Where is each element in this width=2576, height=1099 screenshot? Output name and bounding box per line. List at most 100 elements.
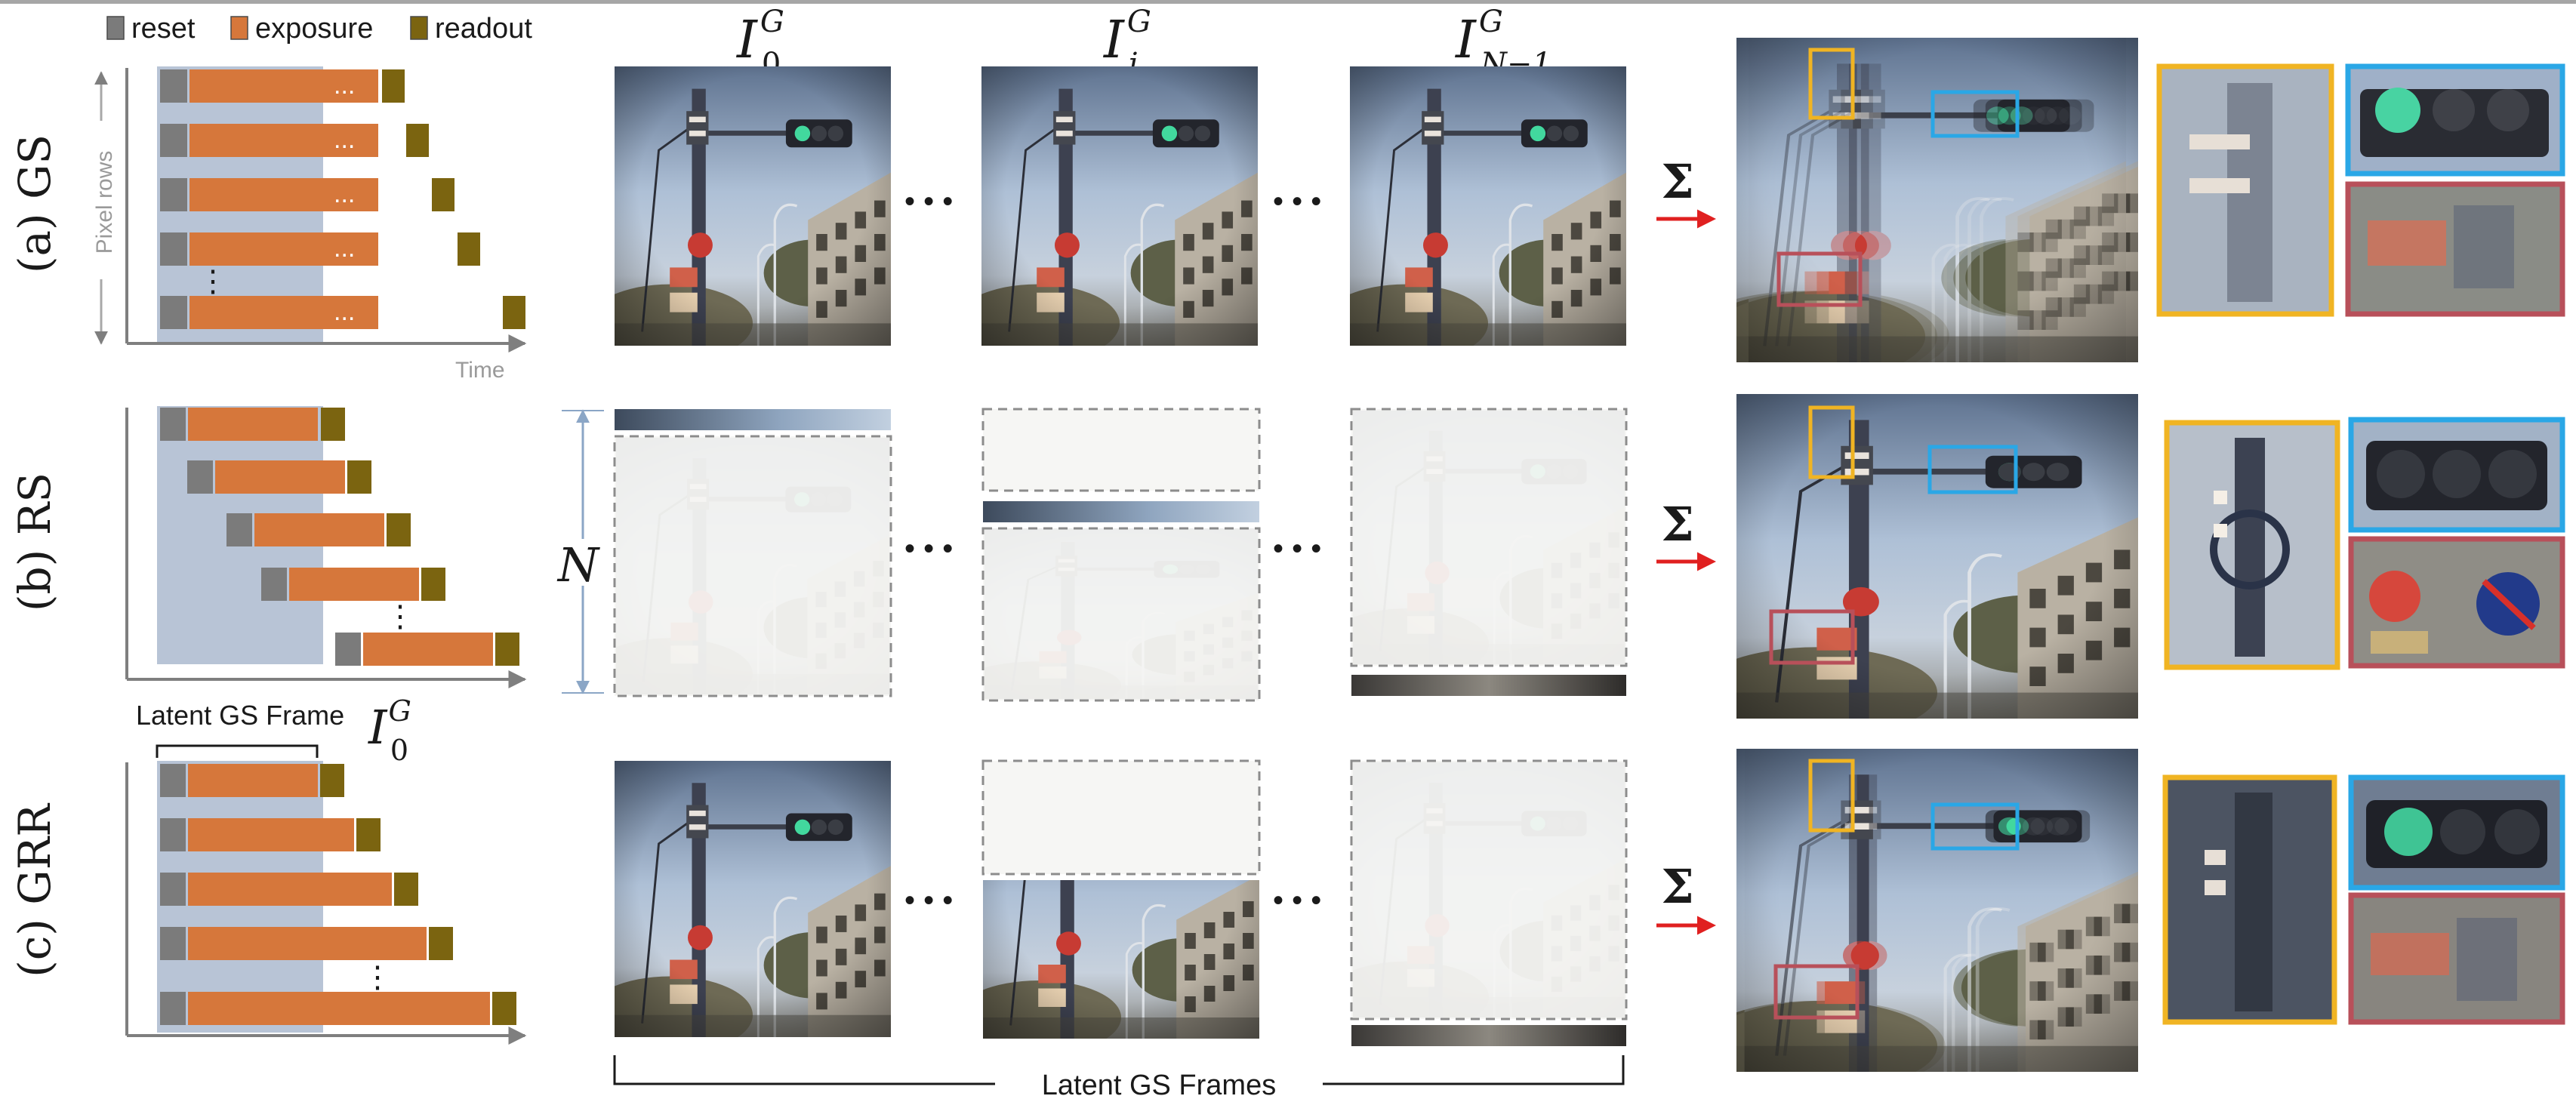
ellipsis: ... [334, 234, 355, 263]
ellipsis: ... [334, 297, 355, 326]
rs-frame-0 [613, 409, 892, 697]
exposure-block [188, 927, 427, 960]
exposure-block [215, 460, 345, 494]
grr-result [1696, 749, 2146, 1091]
rs-result [1696, 394, 2138, 738]
reset-block [261, 568, 287, 601]
latent-gs-frames-bracket: Latent GS Frames [613, 1055, 1625, 1099]
timing-diagram-rs: ⋮ [125, 406, 527, 688]
readout-block [320, 764, 344, 797]
x-axis-label: Time [455, 358, 505, 383]
crop-box-blue [1927, 445, 2018, 494]
frame-dots: • • • [904, 185, 953, 218]
reset-block [160, 764, 186, 797]
rs-row-1 [160, 408, 345, 441]
sigma-symbol: Σ [1661, 497, 1694, 552]
vertical-ellipsis: ⋮ [362, 961, 393, 994]
crop-box-red [1773, 964, 1860, 1020]
ellipsis: ... [334, 180, 355, 208]
captured-row-strip [1351, 1025, 1626, 1046]
frame-dots: • • • [904, 532, 953, 565]
readout-block [347, 460, 371, 494]
legend-swatch-exposure [230, 16, 248, 40]
reset-block [335, 633, 361, 666]
reset-block [160, 178, 187, 211]
gs-frame-0 [615, 66, 891, 346]
gs-frame-i [981, 66, 1258, 346]
crop-box-blue [1930, 802, 2020, 851]
y-axis-label: Pixel rows [92, 151, 117, 254]
latent-region [981, 408, 1261, 492]
reset-block [160, 818, 186, 851]
readout-block [495, 633, 519, 666]
reset-block [160, 232, 187, 266]
legend-label-reset: reset [131, 13, 196, 45]
frame-dots: • • • [1273, 532, 1321, 565]
exposure-block [188, 992, 490, 1025]
readout-block [492, 992, 516, 1025]
reset-block [187, 460, 213, 494]
sigma-symbol: Σ [1661, 859, 1694, 914]
exposure-block [190, 232, 378, 266]
exposure-block [190, 124, 378, 157]
grr-result-image [1696, 749, 2146, 1091]
vertical-ellipsis: ⋮ [198, 265, 228, 298]
timing-diagram-gs: Pixel rows Time ... ... ... ... ⋮ ... [91, 66, 527, 383]
rs-crops [2164, 417, 2565, 670]
legend-swatch-reset [106, 16, 125, 40]
reset-block [160, 873, 186, 906]
readout-block [406, 124, 429, 157]
rs-frame-n-1 [1350, 408, 1628, 696]
rs-row-3 [226, 513, 411, 546]
row-label-gs: (a) GS [9, 134, 60, 273]
grr-crops [2162, 774, 2565, 1025]
gs-row-5: ... [160, 296, 525, 329]
grr-row-4 [160, 927, 453, 960]
legend: reset exposure readout [106, 13, 532, 45]
readout-block [387, 513, 411, 546]
readout-block [429, 927, 453, 960]
ellipsis: ... [334, 125, 355, 154]
gs-row-2: ... [160, 124, 429, 157]
crop-box-yellow [1808, 405, 1855, 479]
exposure-block [188, 764, 318, 797]
rs-frames: N • • • • • • [556, 408, 1628, 702]
legend-swatch-readout [410, 16, 428, 40]
legend-label-exposure: exposure [255, 13, 373, 45]
crop-box-blue [1930, 90, 2020, 138]
grr-frame-n-1 [1350, 759, 1628, 1046]
legend-label-readout: readout [435, 13, 532, 45]
reset-block [226, 513, 252, 546]
captured-row-strip [983, 501, 1259, 522]
readout-block [356, 818, 381, 851]
exposure-block [289, 568, 419, 601]
readout-block [432, 178, 454, 211]
grr-row-5 [160, 992, 516, 1025]
exposure-block [254, 513, 384, 546]
ellipsis: ... [334, 71, 355, 100]
exposure-block [188, 873, 392, 906]
row-label-rs: (b) RS [9, 473, 60, 611]
rs-result-image [1696, 394, 2138, 738]
grr-frame-i [981, 759, 1261, 1039]
grr-row-2 [160, 818, 381, 851]
gs-row-4: ... [160, 232, 480, 266]
vertical-ellipsis: ⋮ [385, 600, 415, 633]
gs-frame-n-1 [1350, 66, 1626, 346]
reset-block [160, 69, 187, 103]
gs-row-1: ... [160, 69, 405, 103]
reset-block [160, 992, 186, 1025]
reset-block [160, 124, 187, 157]
latent-region [981, 759, 1261, 876]
sum-operator-rs: Σ [1656, 497, 1716, 571]
readout-block [421, 568, 445, 601]
latent-gs-frame-caption: Latent GS Frame [136, 700, 344, 731]
exposure-block [188, 408, 318, 441]
exposure-block [190, 69, 378, 103]
rs-row-2 [187, 460, 371, 494]
crop-box-red [1769, 609, 1855, 665]
latent-gs-frames-label: Latent GS Frames [1042, 1070, 1276, 1099]
rs-frame-i [981, 408, 1261, 702]
